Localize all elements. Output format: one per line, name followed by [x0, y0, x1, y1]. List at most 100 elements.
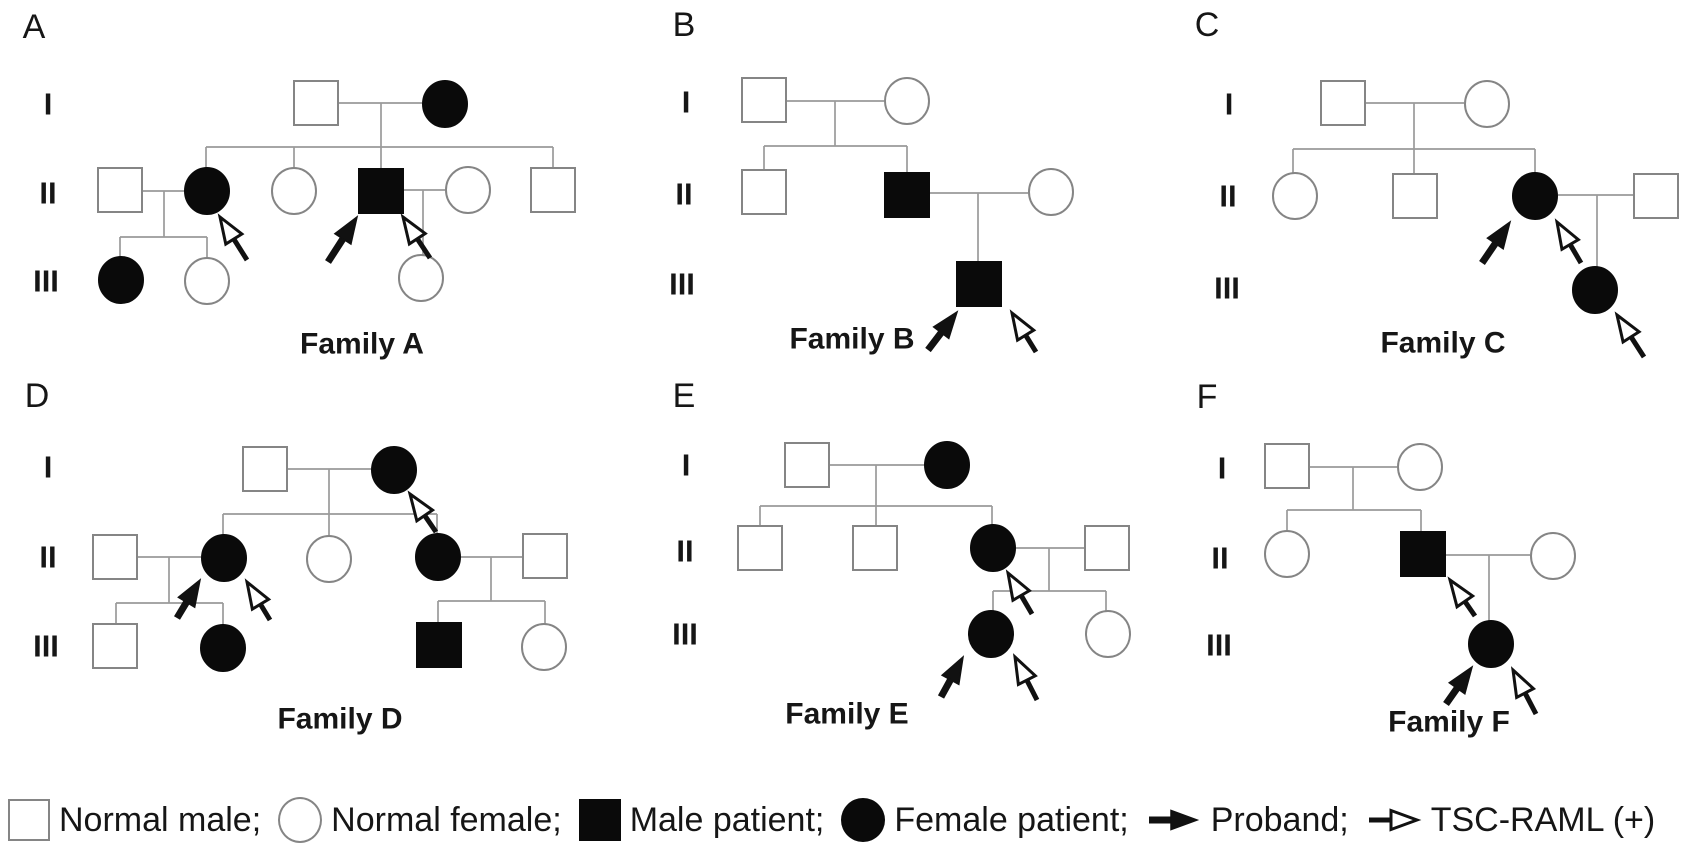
- member-C-II-1: [1272, 172, 1318, 220]
- family-label-D: Family D: [277, 703, 402, 736]
- member-D-III-3: [416, 622, 462, 668]
- proband-arrow-head: [177, 578, 202, 609]
- member-A-II-6: [530, 167, 576, 213]
- member-E-I-2: [924, 441, 970, 489]
- male-patient-symbol: [578, 799, 621, 841]
- tsc-raml-arrow-tail: [1628, 335, 1647, 359]
- member-B-II-3: [1028, 168, 1074, 216]
- generation-label-B-III: III: [669, 267, 695, 302]
- member-D-I-2: [371, 446, 417, 494]
- legend-item-proband: Proband;: [1146, 801, 1349, 840]
- tsc-raml-arrow-tail: [1018, 594, 1035, 616]
- generation-label-F-I: I: [1218, 451, 1227, 486]
- panel-letter-D: D: [25, 377, 50, 415]
- family-label-F: Family F: [1388, 706, 1510, 739]
- family-label-A: Family A: [300, 328, 424, 361]
- member-C-II-3: [1512, 172, 1558, 220]
- proband-arrow-head: [1486, 220, 1512, 251]
- member-E-II-4: [1084, 525, 1130, 571]
- legend-label: Male patient;: [629, 800, 825, 839]
- family-label-B: Family B: [789, 323, 914, 356]
- generation-label-D-III: III: [33, 629, 59, 664]
- generation-label-A-I: I: [44, 87, 53, 122]
- member-B-I-1: [741, 77, 787, 123]
- tsc-raml-arrow-tail: [422, 514, 439, 534]
- member-D-II-4: [415, 533, 461, 581]
- member-D-II-5: [522, 533, 568, 579]
- tsc-raml-arrow-head: [1510, 666, 1537, 700]
- legend-label: Normal male;: [59, 800, 262, 839]
- member-E-III-2: [1085, 610, 1131, 658]
- tsc-raml-arrow-tail: [1462, 599, 1478, 618]
- legend: Normal male; Normal female; Male patient…: [8, 792, 1688, 848]
- member-D-II-1: [92, 534, 138, 580]
- generation-label-C-III: III: [1214, 271, 1240, 306]
- tsc-raml-arrow-icon: [1368, 808, 1422, 832]
- normal-male-symbol: [8, 799, 50, 841]
- member-F-II-3: [1530, 532, 1576, 580]
- generation-label-A-III: III: [33, 264, 59, 299]
- member-A-III-1: [98, 256, 144, 304]
- proband-arrow-head: [1447, 665, 1474, 695]
- panel-letter-B: B: [673, 6, 696, 44]
- member-F-II-1: [1264, 530, 1310, 578]
- tsc-raml-arrow-head: [1614, 311, 1642, 345]
- generation-label-C-I: I: [1225, 87, 1234, 122]
- member-D-II-2: [201, 534, 247, 582]
- tsc-raml-arrow-tail: [231, 237, 250, 262]
- legend-label: Normal female;: [331, 800, 562, 839]
- generation-label-F-II: II: [1211, 541, 1228, 576]
- generation-label-E-III: III: [672, 617, 698, 652]
- panel-letter-C: C: [1195, 6, 1220, 44]
- tsc-raml-arrow-head: [1554, 218, 1581, 252]
- generation-label-D-I: I: [44, 450, 53, 485]
- legend-item-female-patient: Female patient;: [841, 798, 1129, 842]
- legend-item-tsc-raml: TSC-RAML (+): [1366, 801, 1655, 840]
- tsc-raml-arrow-tail: [1522, 691, 1539, 716]
- tsc-raml-arrow-head: [1013, 653, 1038, 687]
- tsc-raml-arrow-head: [244, 578, 272, 612]
- tsc-raml-arrow-tail: [1023, 333, 1039, 354]
- member-A-I-1: [293, 80, 339, 126]
- generation-label-B-I: I: [682, 85, 691, 120]
- member-C-III-1: [1572, 266, 1618, 314]
- member-A-III-2: [184, 257, 230, 305]
- proband-arrow-head: [932, 310, 959, 340]
- tsc-raml-arrow-head: [1005, 569, 1032, 603]
- member-D-III-1: [92, 623, 138, 669]
- member-F-II-2: [1400, 531, 1446, 577]
- member-C-I-2: [1464, 80, 1510, 128]
- tsc-raml-arrow-tail: [415, 237, 433, 260]
- tsc-raml-arrow-tail: [1567, 243, 1584, 265]
- normal-female-symbol: [278, 797, 323, 843]
- generation-label-E-I: I: [682, 448, 691, 483]
- tsc-raml-arrow-tail: [1024, 679, 1040, 702]
- family-label-E: Family E: [785, 698, 908, 731]
- member-A-II-2: [184, 167, 230, 215]
- proband-arrow-head: [1169, 809, 1199, 831]
- member-A-I-2: [422, 80, 468, 128]
- member-D-III-4: [521, 623, 567, 671]
- tsc-raml-arrow-head: [407, 490, 436, 524]
- legend-item-normal-female: Normal female;: [278, 797, 562, 843]
- panel-letter-A: A: [23, 8, 46, 46]
- member-B-III-1: [956, 261, 1002, 307]
- legend-item-male-patient: Male patient;: [578, 799, 825, 841]
- generation-label-F-III: III: [1206, 628, 1232, 663]
- legend-label: TSC-RAML (+): [1430, 800, 1656, 839]
- legend-label: Female patient;: [894, 800, 1129, 839]
- member-A-II-4: [358, 168, 404, 214]
- panel-letter-E: E: [673, 377, 696, 415]
- member-B-II-1: [741, 169, 787, 215]
- member-B-I-2: [884, 77, 930, 125]
- member-E-III-1: [968, 610, 1014, 658]
- member-C-I-1: [1320, 80, 1366, 126]
- member-D-III-2: [200, 624, 246, 672]
